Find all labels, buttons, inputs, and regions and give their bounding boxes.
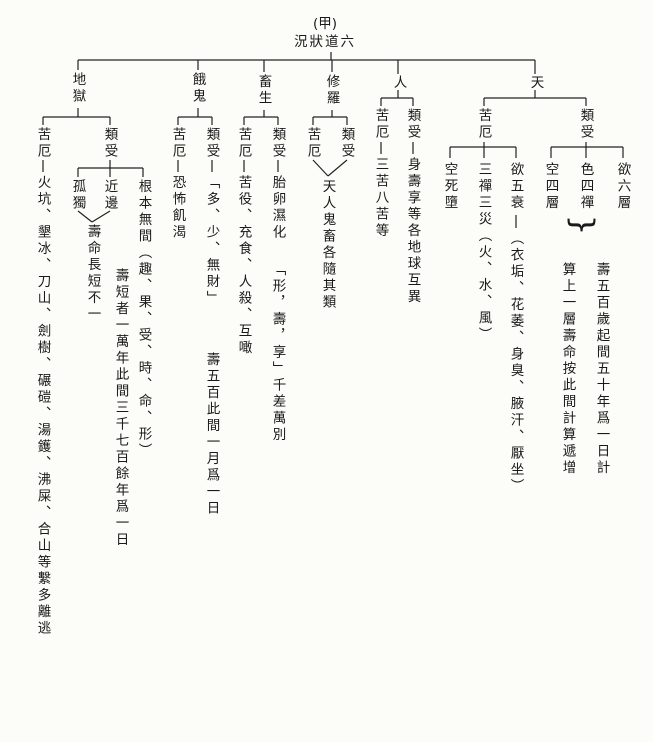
deva-rupa: 色四禪 [577, 162, 594, 212]
realm-hell: 地獄 [69, 72, 86, 105]
asura-suffering-label: 苦厄 [304, 127, 321, 160]
realm-animal: 畜生 [255, 74, 272, 107]
hell-root-life: 壽短者一萬年此間三千七百餘年爲一日 [112, 268, 129, 549]
deva-empty-birth: 空死墮 [441, 162, 458, 212]
hell-nearby: 近邊 [101, 179, 118, 212]
diagram-title: 況狀道六 [294, 34, 356, 50]
hell-suffering-text: 火坑、墾冰、刀山、劍樹、碾磑、湯鑊、沸屎、合山等繫多離逃 [34, 175, 51, 637]
deva-kama: 欲六層 [614, 162, 631, 212]
deva-life-2: 算上一層壽命按此間計算遞增 [559, 262, 576, 477]
deva-brace: } [564, 214, 600, 236]
realm-human: 人 [390, 75, 407, 92]
hell-lifespan-label: 類受 [101, 127, 118, 160]
hell-solitary: 孤獨 [69, 179, 86, 212]
animal-suffering-label: 苦厄 [235, 127, 252, 160]
human-lifespan-text: 身壽享等各地球互異 [404, 157, 421, 306]
realm-ghost: 餓鬼 [189, 72, 206, 105]
hell-root: 根本無間（趣、果、受、時、命、形） [135, 179, 152, 460]
ghost-suffering-label: 苦厄 [169, 127, 186, 160]
ghost-life: 壽五百此間一月爲一日 [203, 352, 220, 517]
ghost-kinds: 「多、少、無財」 [203, 175, 220, 307]
realm-deva: 天 [527, 75, 544, 92]
animal-birth: 胎卵濕化 [269, 175, 286, 241]
header-label: (甲) [313, 16, 338, 32]
hell-suffering-label: 苦厄 [34, 127, 51, 160]
deva-arupa: 空四層 [542, 162, 559, 212]
animal-suffering-text: 苦役、充食、人殺、互噉 [235, 175, 252, 357]
asura-lifespan-label: 類受 [338, 127, 355, 160]
deva-decay-label: 欲五衰 [507, 162, 524, 212]
human-lifespan-label: 類受 [404, 108, 421, 141]
ghost-lifespan-label: 類受 [203, 127, 220, 160]
deva-decay-text: （衣垢、花萎、身臭、腋汗、厭坐） [507, 231, 524, 495]
asura-shared-text: 天人鬼畜各隨其類 [319, 179, 336, 311]
deva-lifespan-label: 類受 [577, 108, 594, 141]
deva-suffering-label: 苦厄 [475, 108, 492, 141]
ghost-suffering-text: 恐怖飢渴 [169, 175, 186, 241]
realm-asura: 修羅 [323, 74, 340, 107]
deva-life-1: 壽五百歲起間五十年爲一日計 [593, 262, 610, 477]
human-suffering-label: 苦厄 [372, 108, 389, 141]
human-suffering-text: 三苦八苦等 [372, 157, 389, 240]
animal-forms: 「形，壽，享」千差萬別 [269, 262, 286, 444]
hell-lifespan-text: 壽命長短不一 [84, 224, 101, 323]
deva-disasters: 三禪三災（火、水、風） [475, 162, 492, 344]
animal-lifespan-label: 類受 [269, 127, 286, 160]
